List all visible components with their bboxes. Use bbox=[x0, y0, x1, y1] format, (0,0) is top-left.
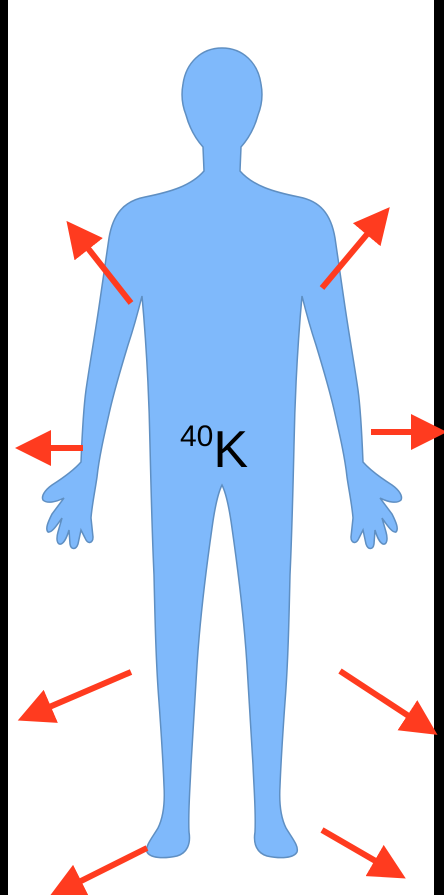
arrow-bottom-right-icon bbox=[322, 830, 398, 874]
arrow-lower-left-icon bbox=[26, 672, 131, 717]
arrow-lower-right-icon bbox=[340, 671, 430, 730]
arrow-bottom-left-icon bbox=[57, 848, 147, 893]
isotope-element-symbol: K bbox=[213, 421, 248, 479]
isotope-label: 40K bbox=[180, 418, 248, 470]
isotope-mass-number: 40 bbox=[180, 420, 213, 453]
